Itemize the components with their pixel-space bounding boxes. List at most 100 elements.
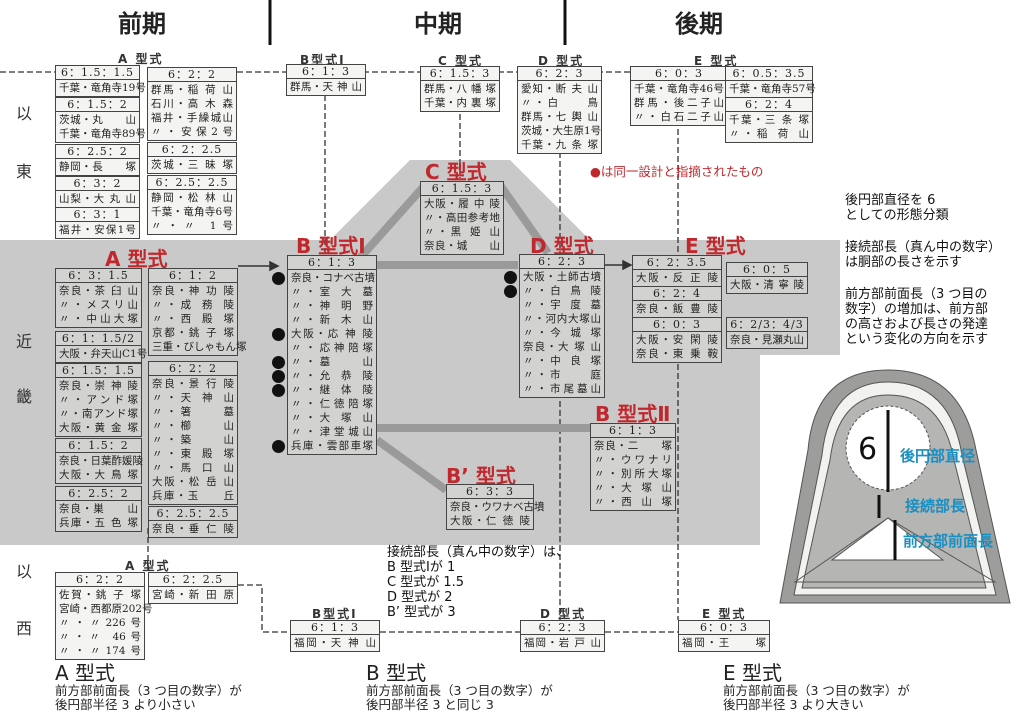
tumulus-list: 福岡・天 神 山	[291, 635, 379, 651]
tumulus-entry: 〃・市尾墓山	[523, 383, 601, 395]
tumulus-entry: 福井・安保1号	[59, 224, 136, 236]
tumulus-entry: 〃・津堂城山	[291, 426, 373, 438]
diagram-number-six: 6	[858, 432, 878, 467]
tumulus-entry: 兵庫・五 色 塚	[59, 517, 138, 529]
tumulus-entry: 〃・大 塚 山	[594, 482, 672, 494]
tumulus-list: 大阪・清 寧 陵	[727, 277, 807, 293]
tumulus-list: 大阪・反 正 陵	[633, 270, 721, 286]
tumulus-entry: 千葉・三 条 塚	[729, 114, 809, 126]
tumulus-list: 福井・安保1号	[56, 222, 139, 238]
ratio-label: 6：1.5：3	[421, 182, 503, 196]
tumulus-entry: 〃・今 城 塚	[523, 327, 601, 339]
tumulus-entry: 〃・メスリ山	[59, 299, 138, 311]
caption-a: A 型式前方部前面長（3 つ目の数字）が 後円部半径 3 より小さい	[55, 662, 242, 712]
tumulus-entry: 〃・新 木 山	[291, 314, 373, 326]
period-late: 後期	[675, 10, 723, 38]
tumulus-entry: 三重・びしゃもん塚	[152, 341, 247, 353]
tumulus-entry: 群馬・後二子山	[634, 97, 724, 109]
tumulus-entry: 〃・白 鳥 陵	[523, 285, 601, 297]
group-label-east-a: A 型式	[118, 52, 164, 66]
tumulus-list: 佐賀・銚 子 塚宮崎・西都原202号〃・〃226号〃・〃 46号〃・〃174号	[56, 587, 153, 659]
tumulus-entry: 福岡・王 塚	[682, 637, 766, 649]
tumulus-entry: 奈良・コナベ古墳	[291, 272, 375, 284]
ratio-label: 6：2.5：2.5	[149, 507, 237, 521]
group-label-east-e: E 型式	[694, 54, 739, 68]
ratio-label: 6：2：2	[148, 68, 236, 82]
group-label-west-e: E 型式	[702, 607, 747, 621]
tumulus-entry: 〃・稲 荷 山	[729, 128, 809, 140]
tumulus-entry: 千葉・竜角寺89号	[59, 128, 146, 140]
tumulus-entry: 静岡・松 林 山	[151, 192, 233, 204]
middle-note-line: B 型式Ⅰが 1	[387, 560, 456, 575]
tumulus-list: 愛知・断 夫 山〃・白 鳥群馬・七 輿 山茨城・大生原1号千葉・九 条 塚	[518, 81, 601, 153]
ratio-label: 6：2：3	[520, 255, 604, 269]
tumulus-entry: 奈良・ウワナベ古墳	[450, 501, 545, 513]
tumulus-entry: 奈良・二 塚	[594, 440, 672, 452]
group-label-east-b1: B型式Ⅰ	[300, 53, 346, 67]
tumulus-entry: 千葉・九 条 塚	[521, 139, 598, 151]
same-design-marker-dot	[272, 328, 285, 341]
tumulus-entry: 宮崎・新 田 原	[152, 589, 234, 601]
tumulus-list: 大阪・安 閑 陵奈良・東 乗 鞍	[633, 332, 721, 362]
tumulus-entry: 千葉・竜角寺57号	[729, 83, 816, 95]
tumulus-list: 奈良・茶 臼 山〃・メスリ山〃・中山大塚	[56, 283, 141, 327]
tumulus-entry: 〃・東 殿 塚	[152, 448, 234, 460]
tumulus-entry: 静岡・長 塚	[59, 161, 136, 173]
tumulus-entry: 大阪・安 閑 陵	[636, 334, 718, 346]
region-kinki-1: 近	[16, 332, 33, 351]
tumulus-list: 奈良・二 塚〃・ウワナリ〃・別所大塚〃・大 塚 山〃・西 山 塚	[591, 438, 675, 510]
tumulus-list: 茨城・丸 山千葉・竜角寺89号	[56, 112, 146, 142]
region-east-1: 以	[16, 104, 33, 123]
tumulus-list: 山梨・大 丸 山	[56, 191, 139, 207]
tumulus-list: 福岡・岩 戸 山	[521, 635, 604, 651]
tumulus-list: 千葉・竜角寺46号群馬・後二子山〃・白石二子山	[631, 81, 727, 125]
ratio-label: 6：3：2	[56, 177, 139, 191]
group-label-east-d: D 型式	[538, 54, 585, 68]
ratio-label: 6：2：4	[633, 287, 721, 301]
tumulus-entry: 石川・高 木 森	[151, 98, 233, 110]
tumulus-entry: 群馬・七 輿 山	[521, 111, 598, 123]
tumulus-entry: 茨城・大生原1号	[521, 125, 602, 137]
tumulus-entry: 〃・市 庭	[523, 369, 601, 381]
ratio-label: 6：2：3	[518, 67, 601, 81]
tumulus-entry: 奈良・見瀬丸山	[730, 334, 804, 346]
tumulus-list: 奈良・日葉酢媛陵大阪・大 鳥 塚	[56, 453, 143, 483]
tumulus-list: 宮崎・新 田 原	[149, 587, 237, 603]
same-design-marker-dot	[272, 272, 285, 285]
tumulus-entry: 〃・安保2号	[151, 126, 233, 138]
ratio-label: 6：0.5：3.5	[726, 67, 812, 81]
tumulus-entry: 奈良・景 行 陵	[152, 378, 234, 390]
tumulus-entry: 〃・〃 46号	[59, 631, 141, 643]
tumulus-list: 奈良・コナベ古墳〃・室 大 墓〃・神 明 野〃・新 木 山大阪・応 神 陵〃・応…	[288, 270, 376, 454]
tumulus-entry: 大阪・黄 金 塚	[59, 422, 138, 434]
ratio-label: 6：0：3	[633, 318, 721, 332]
caption-e: E 型式前方部前面長（3 つ目の数字）が 後円部半径 3 より大きい	[723, 662, 910, 712]
same-design-marker-dot	[272, 384, 285, 397]
tumulus-list: 奈良・景 行 陵〃・天 神 山〃・箸 墓〃・櫛 山〃・築 山〃・東 殿 塚〃・馬…	[149, 376, 237, 504]
tumulus-list: 千葉・竜角寺19号	[56, 80, 146, 96]
tumulus-entry: 〃・櫛 山	[152, 420, 234, 432]
ratio-label: 6：2.5：2.5	[148, 176, 236, 190]
ratio-label: 6：1.5：2	[56, 439, 141, 453]
tumulus-entry: 大阪・弁天山C1号	[59, 348, 148, 360]
tumulus-entry: 奈良・東 乗 鞍	[636, 348, 718, 360]
tumulus-entry: 〃・中山大塚	[59, 313, 138, 325]
group-label-west-d: D 型式	[540, 607, 587, 621]
tumulus-entry: 奈良・崇 神 陵	[59, 380, 138, 392]
caption-a-title: A 型式	[55, 661, 116, 685]
tumulus-entry: 〃・中 良 塚	[523, 355, 601, 367]
tumulus-entry: 福井・手繰城山	[151, 112, 233, 124]
tumulus-list: 大阪・弁天山C1号	[56, 346, 148, 362]
tumulus-entry: 兵庫・玉 丘	[152, 490, 234, 502]
